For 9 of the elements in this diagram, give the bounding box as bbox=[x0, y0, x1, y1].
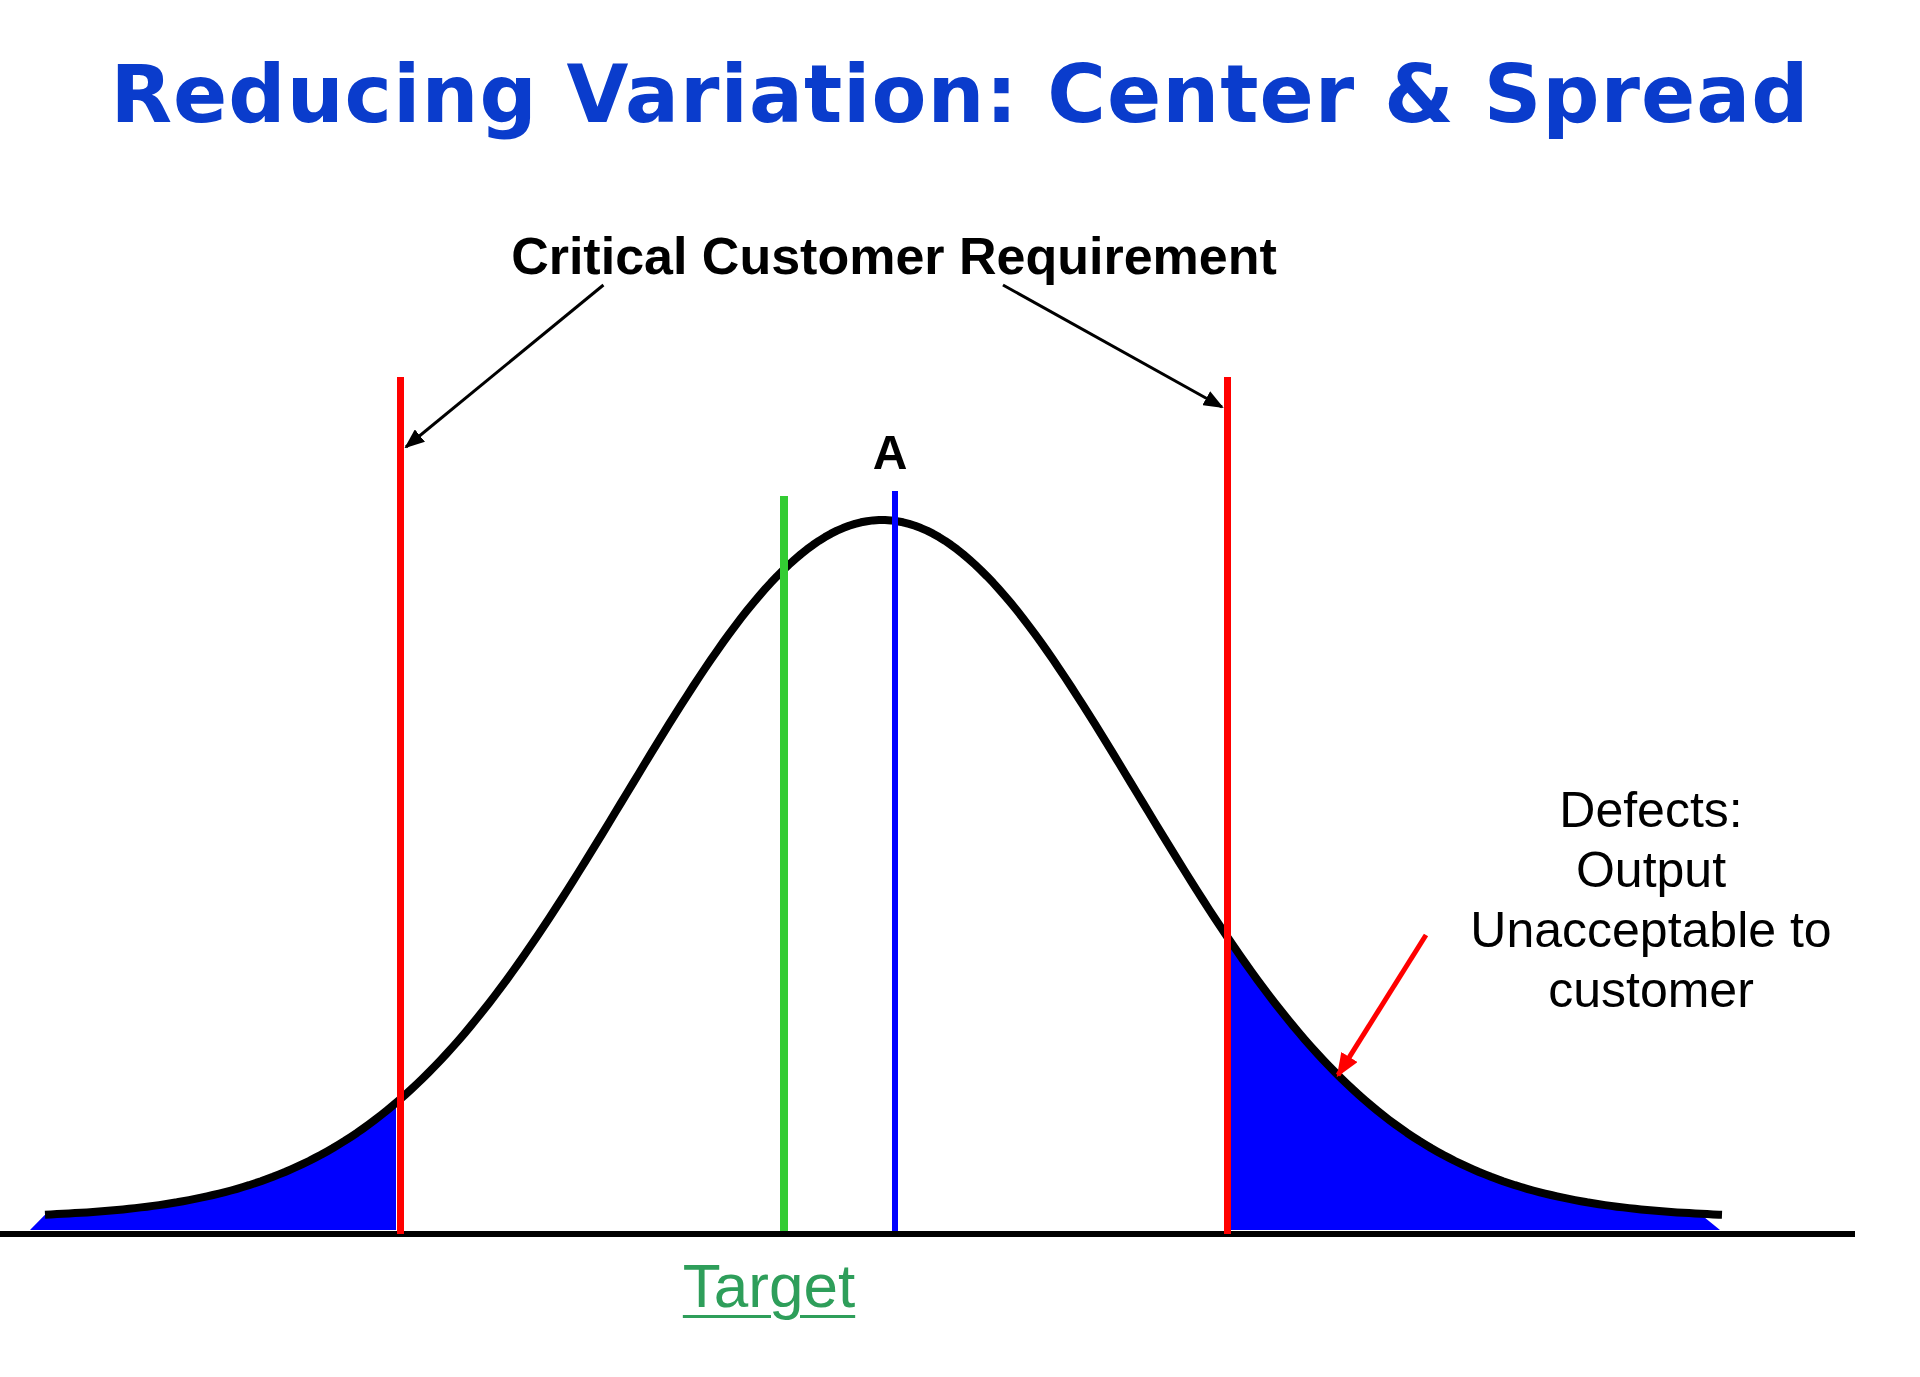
title: Reducing Variation: Center & Spread bbox=[109, 48, 1811, 141]
defects-label: Defects: bbox=[1558, 781, 1744, 840]
curve-label: A bbox=[872, 425, 908, 480]
arrow bbox=[404, 283, 605, 449]
arrow bbox=[1002, 283, 1224, 409]
target-label: Target bbox=[682, 1250, 856, 1321]
arrow bbox=[1335, 933, 1429, 1078]
defects-label: Output Unacceptable to customer bbox=[1469, 841, 1833, 1020]
requirement-label: Critical Customer Requirement bbox=[510, 226, 1278, 287]
